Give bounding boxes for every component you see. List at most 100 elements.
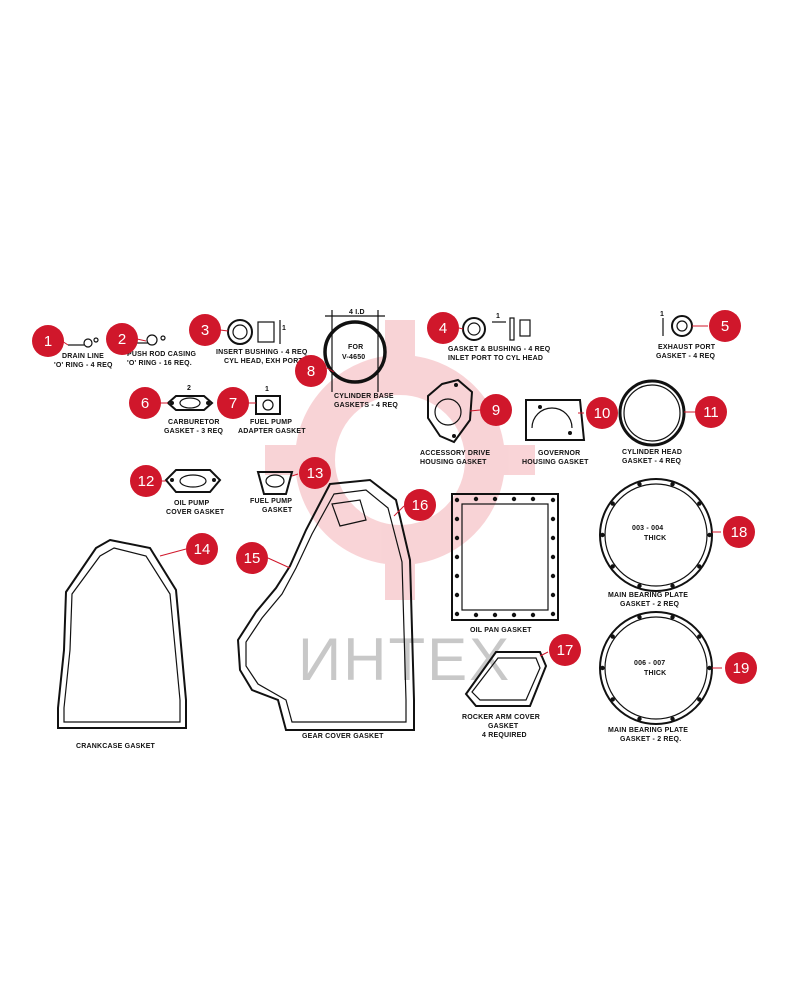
inner-label-19b: THICK — [644, 670, 666, 677]
bolt-hole — [637, 481, 642, 487]
badge-11: 11 — [695, 396, 727, 428]
bolt-hole — [473, 612, 479, 618]
label-14: CRANKCASE GASKET — [76, 743, 156, 750]
badge-13-number: 13 — [307, 465, 324, 482]
label-18a: MAIN BEARING PLATE — [608, 592, 688, 599]
bolt-hole — [670, 614, 675, 620]
bolt-hole — [550, 592, 556, 598]
badge-9: 9 — [480, 394, 512, 426]
bolt-hole — [637, 716, 642, 722]
badge-6: 6 — [129, 387, 161, 419]
label-17a: ROCKER ARM COVER — [462, 714, 540, 721]
part-rocker-arm-cover-gasket — [464, 651, 548, 707]
inner-label-18a: 003 - 004 — [632, 525, 663, 532]
badge-10-number: 10 — [594, 405, 611, 422]
label-4b: INLET PORT TO CYL HEAD — [448, 355, 543, 362]
badge-11-number: 11 — [703, 404, 719, 421]
badge-16-number: 16 — [412, 497, 429, 514]
bolt-hole — [530, 496, 536, 502]
badge-15-number: 15 — [244, 550, 261, 567]
badge-17: 17 — [549, 634, 581, 666]
label-3a: INSERT BUSHING - 4 REQ — [216, 349, 308, 356]
bolt-hole — [550, 516, 556, 522]
label-12b: COVER GASKET — [166, 509, 225, 516]
label-8b: GASKETS - 4 REQ — [334, 402, 398, 409]
bolt-hole — [610, 697, 615, 702]
dim-gasket-bushing: 1 — [496, 313, 500, 320]
part-main-bearing-plate-19: 006 - 007 THICK — [599, 611, 713, 725]
label-17c: 4 REQUIRED — [482, 732, 527, 739]
badge-8: 8 — [295, 355, 327, 387]
badge-16: 16 — [404, 489, 436, 521]
badge-14-number: 14 — [194, 541, 211, 558]
bolt-hole — [550, 611, 556, 617]
label-7b: ADAPTER GASKET — [238, 428, 306, 435]
bolt-hole — [454, 535, 460, 541]
part-crankcase-gasket — [57, 538, 187, 729]
bolt-hole — [707, 532, 712, 538]
label-9b: HOUSING GASKET — [420, 459, 487, 466]
label-4a: GASKET & BUSHING - 4 REQ — [448, 346, 551, 353]
bolt-hole — [550, 573, 556, 579]
label-6b: GASKET - 3 REQ — [164, 428, 224, 435]
bolt-hole — [473, 496, 479, 502]
bolt-hole — [454, 497, 460, 503]
bolt-hole — [610, 634, 615, 639]
label-2a: PUSH ROD CASING — [127, 351, 196, 358]
bolt-hole — [454, 554, 460, 560]
label-12a: OIL PUMP — [174, 500, 209, 507]
inner-label-19a: 006 - 007 — [634, 660, 665, 667]
label-2b: 'O' RING - 16 REQ. — [127, 360, 192, 367]
inner-label-8b: V-4650 — [342, 354, 365, 361]
part-fuel-pump-adapter-gasket: 1 — [255, 386, 281, 415]
badge-5: 5 — [709, 310, 741, 342]
bolt-hole — [530, 612, 536, 618]
label-18b: GASKET - 2 REQ — [620, 601, 680, 608]
bolt-hole — [697, 697, 702, 702]
bolt-hole — [707, 665, 712, 671]
badge-19-number: 19 — [733, 660, 750, 677]
label-9a: ACCESSORY DRIVE — [420, 450, 490, 457]
bolt-hole — [550, 554, 556, 560]
bolt-hole — [454, 516, 460, 522]
part-governor-housing-gasket — [525, 399, 586, 441]
dim-carburetor: 2 — [187, 385, 191, 392]
badge-18: 18 — [723, 516, 755, 548]
badge-1-number: 1 — [44, 333, 52, 350]
badge-10: 10 — [586, 397, 618, 429]
label-6a: CARBURETOR — [168, 419, 220, 426]
label-10a: GOVERNOR — [538, 450, 580, 457]
label-19b: GASKET - 2 REQ. — [620, 736, 681, 743]
label-3b: CYL HEAD, EXH PORT — [224, 358, 303, 365]
part-oil-pan-gasket — [451, 493, 559, 621]
part-accessory-drive-gasket — [427, 378, 474, 444]
bolt-hole — [600, 665, 605, 671]
label-1b: 'O' RING - 4 REQ — [54, 362, 113, 369]
badge-8-number: 8 — [307, 363, 315, 380]
badge-3-number: 3 — [201, 322, 209, 339]
label-17b: GASKET — [488, 723, 519, 730]
bolt-hole — [550, 535, 556, 541]
badge-12: 12 — [130, 465, 162, 497]
badge-12-number: 12 — [138, 473, 155, 490]
bolt-hole — [670, 481, 675, 487]
bolt-hole — [454, 592, 460, 598]
part-cylinder-head-gasket — [618, 379, 686, 447]
bolt-hole — [511, 612, 517, 618]
label-15: GEAR COVER GASKET — [302, 733, 384, 740]
bolt-hole — [610, 501, 615, 506]
bolt-hole — [492, 612, 498, 618]
bolt-hole — [454, 573, 460, 579]
part-main-bearing-plate-18: 003 - 004 THICK — [599, 478, 713, 592]
badge-2-number: 2 — [118, 331, 126, 348]
badge-4-number: 4 — [439, 320, 447, 337]
bolt-hole — [550, 497, 556, 503]
dim-exhaust: 1 — [660, 311, 664, 318]
badge-7: 7 — [217, 387, 249, 419]
dim-fuel-pump-adapter: 1 — [265, 386, 269, 393]
badge-18-number: 18 — [731, 524, 748, 541]
bolt-hole — [697, 634, 702, 639]
part-carburetor-gasket: 2 — [166, 385, 214, 411]
part-fuel-pump-gasket — [256, 471, 294, 495]
